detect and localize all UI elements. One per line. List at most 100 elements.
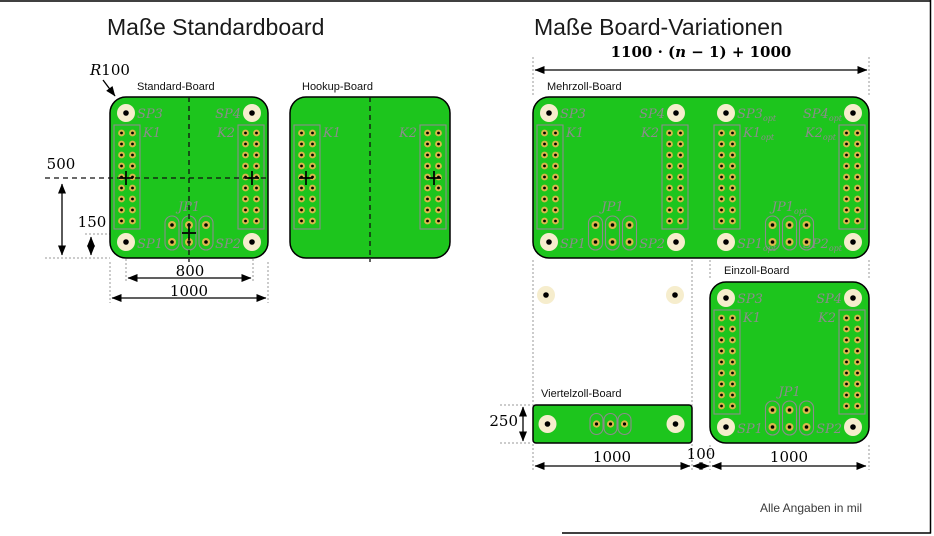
hookup-board-label: Hookup-Board (302, 81, 373, 93)
pad (118, 217, 125, 225)
pad (253, 206, 260, 214)
connector-outline (293, 124, 321, 230)
pad (620, 420, 629, 428)
silk-label: JP1 (775, 385, 800, 400)
pad (854, 217, 861, 225)
pad (677, 184, 684, 192)
pad (242, 140, 249, 148)
jumper-outline (798, 215, 815, 251)
pad (718, 162, 725, 170)
mount-hole (117, 104, 135, 122)
pad (854, 347, 861, 355)
pad (552, 173, 559, 181)
silk-label: K1 (322, 126, 341, 141)
pad (843, 195, 850, 203)
pad (552, 184, 559, 192)
pad (843, 325, 850, 333)
dim-250-label: 250 (489, 412, 518, 430)
pad (424, 217, 431, 225)
pad (435, 184, 442, 192)
pad (854, 195, 861, 203)
silk-label: K2 (640, 126, 659, 141)
connector-outline (536, 124, 564, 230)
pad (843, 358, 850, 366)
pad (677, 140, 684, 148)
silk-label: JP1 (598, 200, 623, 215)
pad (298, 206, 305, 214)
pad (718, 402, 725, 410)
board-cell: K1 K2 (293, 124, 447, 230)
dimension-arrows (58, 66, 868, 470)
pad (253, 217, 260, 225)
pad (591, 221, 600, 229)
pad (242, 184, 249, 192)
pad (854, 184, 861, 192)
jumper-outline (617, 412, 632, 436)
pad (718, 151, 725, 159)
pad (785, 406, 794, 414)
pad (802, 238, 811, 246)
mount-hole (667, 104, 685, 122)
pad (854, 151, 861, 159)
pad (854, 358, 861, 366)
jumper-outline (781, 215, 798, 251)
silk-label: SP4 (215, 107, 241, 122)
pad (552, 217, 559, 225)
mount-hole (717, 289, 735, 307)
pad (118, 206, 125, 214)
mount-hole (540, 104, 558, 122)
jumper-outline (603, 412, 618, 436)
dim-500-label: 500 (46, 155, 76, 173)
silk-label: K2 (398, 126, 417, 141)
pad (118, 184, 125, 192)
pad (729, 380, 736, 388)
pad (666, 184, 673, 192)
mount-hole (667, 233, 685, 251)
jumper-outline (798, 400, 815, 436)
jumper-outline (587, 215, 604, 251)
pad (129, 140, 136, 148)
dim-800-label: 800 (175, 262, 205, 280)
connector-outline (661, 124, 689, 230)
connector: K1 (293, 124, 341, 230)
pad (541, 129, 548, 137)
pad (424, 162, 431, 170)
jumper-outline (198, 215, 214, 251)
mount-hole (844, 233, 862, 251)
mount-hole (717, 104, 735, 122)
pad (435, 151, 442, 159)
pad (729, 347, 736, 355)
pad (843, 151, 850, 159)
pad (309, 151, 316, 159)
pad (129, 206, 136, 214)
pad (298, 129, 305, 137)
pad (118, 162, 125, 170)
pad (718, 314, 725, 322)
pad (202, 221, 210, 229)
pad (843, 129, 850, 137)
pad (242, 162, 249, 170)
pad (309, 184, 316, 192)
silk-label: SP3 (737, 292, 763, 307)
dim-150-label: 150 (77, 213, 107, 231)
pad (541, 217, 548, 225)
left-section-title: Maße Standardboard (107, 14, 325, 40)
pad (729, 314, 736, 322)
pad (309, 140, 316, 148)
pad (843, 184, 850, 192)
pad (424, 129, 431, 137)
pad (718, 325, 725, 333)
pad (843, 347, 850, 355)
pad (253, 195, 260, 203)
pad (118, 129, 125, 137)
stray-hole (666, 286, 684, 304)
pad (729, 206, 736, 214)
pad (718, 336, 725, 344)
pad (202, 238, 210, 246)
mehrzoll-board-label: Mehrzoll-Board (547, 81, 622, 93)
pad (253, 184, 260, 192)
connector: K1 (536, 124, 584, 230)
